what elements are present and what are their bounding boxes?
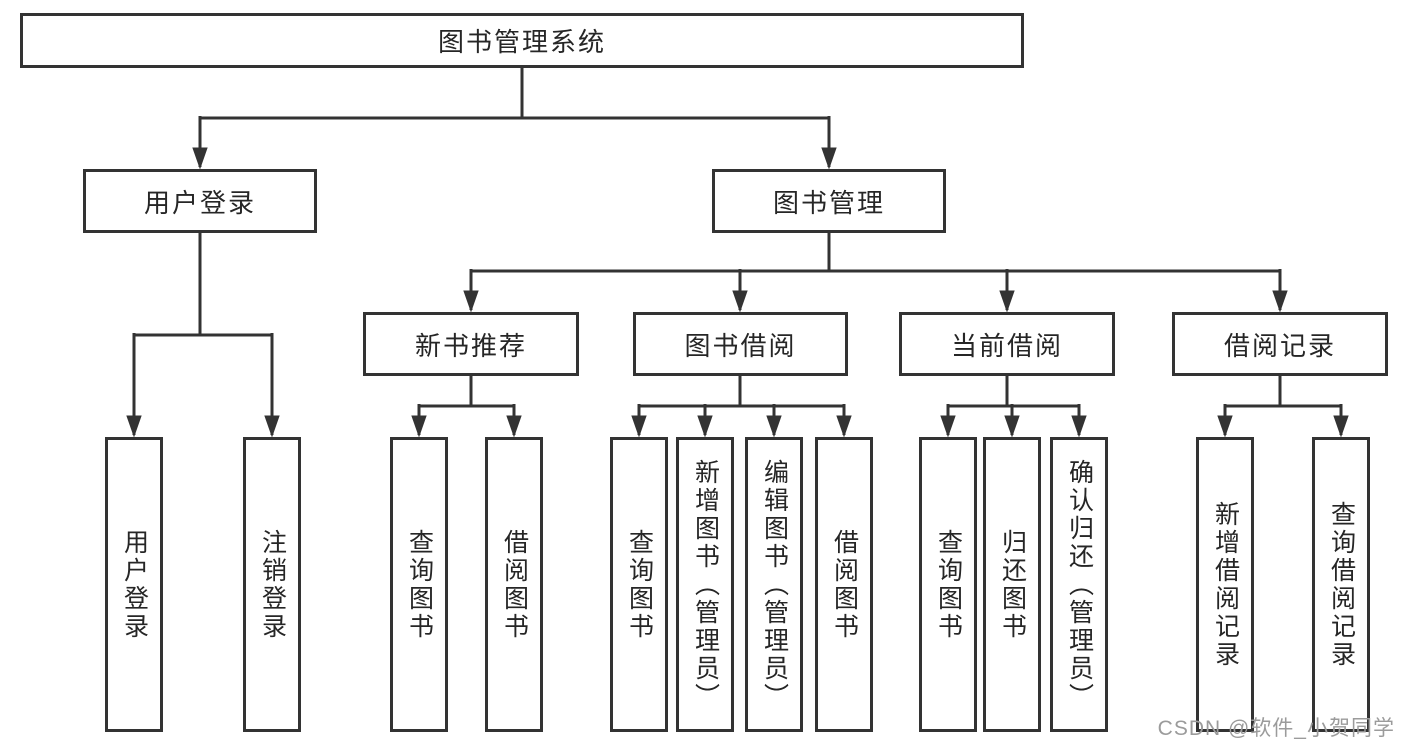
leaf-label: 查询图书 [625,528,654,641]
leaf-label: 新增图书（管理员） [691,458,720,711]
leaf-label: 查询借阅记录 [1327,500,1356,669]
leaf-borrow-borrow-book: 借阅图书 [815,437,873,732]
leaf-label: 确认归还（管理员） [1065,458,1094,711]
leaf-newbook-borrow-book: 借阅图书 [485,437,543,732]
leaf-label: 查询图书 [934,528,963,641]
node-user-login: 用户登录 [83,169,317,233]
leaf-label: 借阅图书 [830,528,859,641]
leaf-newbook-query-book: 查询图书 [390,437,448,732]
leaf-record-add-borrow-record: 新增借阅记录 [1196,437,1254,732]
leaf-record-query-borrow-record: 查询借阅记录 [1312,437,1370,732]
leaf-label: 用户登录 [120,528,149,641]
leaf-label: 查询图书 [405,528,434,641]
leaf-current-query-book: 查询图书 [919,437,977,732]
node-current-borrow: 当前借阅 [899,312,1115,376]
leaf-label: 新增借阅记录 [1211,500,1240,669]
leaf-current-confirm-return-admin: 确认归还（管理员） [1050,437,1108,732]
leaf-label: 借阅图书 [500,528,529,641]
leaf-label: 归还图书 [998,528,1027,641]
csdn-watermark: CSDN @软件_小贺同学 [1157,717,1395,740]
leaf-label: 编辑图书（管理员） [760,458,789,711]
node-borrow-record: 借阅记录 [1172,312,1388,376]
node-book-management: 图书管理 [712,169,946,233]
leaf-borrow-query-book: 查询图书 [610,437,668,732]
node-new-book-recommend: 新书推荐 [363,312,579,376]
leaf-borrow-add-book-admin: 新增图书（管理员） [676,437,734,732]
leaf-current-return-book: 归还图书 [983,437,1041,732]
node-book-borrow: 图书借阅 [633,312,848,376]
node-root: 图书管理系统 [20,13,1024,68]
leaf-borrow-edit-book-admin: 编辑图书（管理员） [745,437,803,732]
leaf-logout: 注销登录 [243,437,301,732]
leaf-label: 注销登录 [258,528,287,641]
leaf-user-login: 用户登录 [105,437,163,732]
